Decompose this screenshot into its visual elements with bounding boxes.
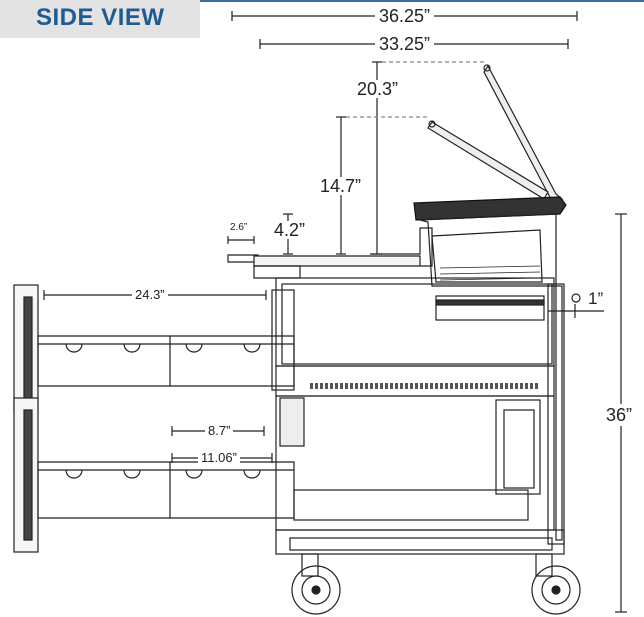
title-band: [0, 0, 200, 38]
countertop: [227, 227, 433, 279]
base-frame: [275, 529, 565, 555]
dim-body-length: 33.25”: [375, 35, 435, 53]
dim-drawer-extension: 24.3”: [132, 288, 168, 301]
dim-lid-height-front: 14.7”: [318, 176, 364, 196]
lower-drawer: [13, 397, 529, 553]
dim-lid-height-rear: 20.3”: [355, 79, 401, 99]
dim-counter-edge: 2.6”: [230, 222, 248, 233]
dim-drawer-depth-b: 11.06”: [198, 451, 240, 464]
dim-overall-height: 36”: [606, 404, 633, 426]
dim-line-counter-edge: [227, 236, 255, 244]
caster-front: [291, 553, 341, 615]
well-unit: [413, 196, 567, 321]
dim-side-offset: 1”: [586, 289, 606, 308]
cabinet-body: [275, 277, 581, 545]
caster-rear: [531, 553, 581, 615]
upper-drawer: [13, 284, 295, 414]
page-title: SIDE VIEW: [36, 4, 165, 31]
dim-counter-height: 4.2”: [272, 220, 308, 240]
dim-overall-length: 36.25”: [375, 7, 435, 25]
header-rule: [200, 0, 644, 2]
dim-line-side-offset: [548, 304, 604, 318]
dim-drawer-depth-a: 8.7”: [205, 424, 234, 437]
